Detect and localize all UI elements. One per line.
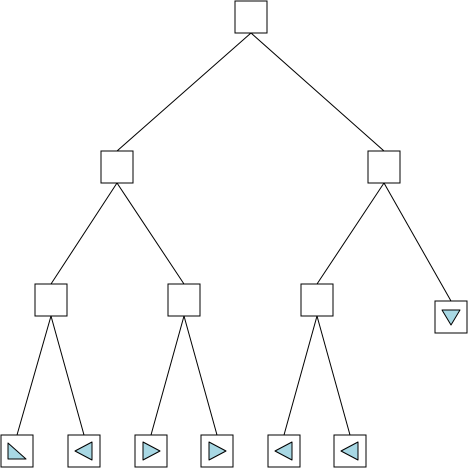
tree-edges [16, 32, 452, 436]
triangle-corner-icon [7, 442, 27, 460]
node-box [34, 283, 68, 317]
leaf-node-n121 [134, 434, 168, 468]
leaf-node-n211 [267, 434, 301, 468]
node-box [367, 150, 401, 184]
leaf-node-n111 [0, 434, 34, 468]
tree-node-n12 [167, 283, 201, 317]
node-box [167, 283, 201, 317]
triangle-right-icon [142, 441, 161, 461]
edge-n2-n21 [316, 182, 385, 285]
node-box [300, 283, 334, 317]
leaf-node-n112 [67, 434, 101, 468]
triangle-left-icon [74, 441, 93, 461]
leaf-node-n122 [200, 434, 234, 468]
edge-n2-n22 [383, 182, 452, 302]
leaf-node-n212 [333, 434, 367, 468]
tree-node-root [234, 0, 268, 34]
edge-root-n2 [250, 32, 385, 152]
tree-node-n1 [100, 150, 134, 184]
tree-node-n11 [34, 283, 68, 317]
triangle-left-icon [274, 441, 293, 461]
triangle-down-icon [441, 309, 461, 326]
edge-n12-n122 [183, 315, 218, 436]
edge-n21-n212 [316, 315, 351, 436]
edge-n11-n112 [50, 315, 85, 436]
triangle-right-icon [208, 441, 227, 461]
tree-node-n2 [367, 150, 401, 184]
edge-n1-n11 [50, 182, 118, 285]
node-box [234, 0, 268, 34]
leaf-node-n22 [434, 300, 468, 334]
triangle-left-icon [340, 441, 359, 461]
edge-n21-n211 [283, 315, 318, 436]
edge-n1-n12 [116, 182, 185, 285]
tree-node-n21 [300, 283, 334, 317]
edge-root-n1 [116, 32, 252, 152]
edge-n12-n121 [150, 315, 185, 436]
edge-n11-n111 [16, 315, 52, 436]
node-box [100, 150, 134, 184]
